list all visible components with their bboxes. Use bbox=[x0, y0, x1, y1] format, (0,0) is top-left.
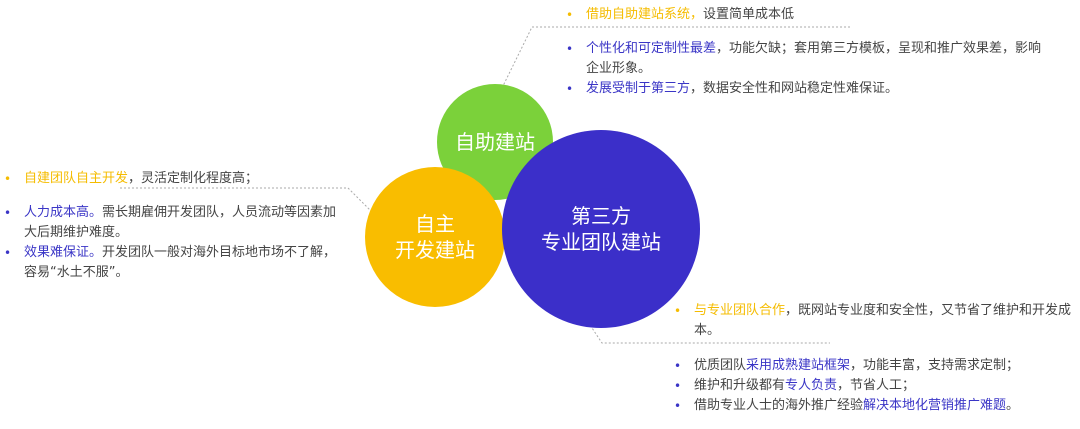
text: ，数据安全性和网站稳定性难保证。 bbox=[690, 81, 899, 96]
text: ，节省人工； bbox=[837, 378, 916, 393]
circle-third-party: 第三方专业团队建站 bbox=[502, 130, 700, 328]
highlight: 发展受制于第三方 bbox=[586, 81, 691, 96]
highlight: 效果难保证。 bbox=[24, 245, 103, 260]
list-item: • 维护和升级都有专人负责，节省人工； bbox=[670, 376, 1080, 396]
circle-self-build: 自助建站 bbox=[437, 84, 553, 200]
bullet-icon: • bbox=[674, 379, 682, 393]
label-line: 专业团队建站 bbox=[541, 230, 661, 254]
list-item: • 个性化和可定制性最差，功能欠缺；套用第三方模板，呈现和推广效果差，影响企业形象… bbox=[562, 39, 1042, 79]
circle-label: 自助建站 bbox=[455, 130, 535, 154]
list-item: • 借助专业人士的海外推广经验解决本地化营销推广难题。 bbox=[670, 396, 1080, 416]
highlight: 自建团队自主开发 bbox=[24, 171, 129, 186]
highlight: 采用成熟建站框架 bbox=[746, 358, 851, 373]
text: 开发团队一般对海外目标地市场不了解，容易“水土不服”。 bbox=[24, 245, 337, 280]
circle-label: 自主开发建站 bbox=[395, 211, 475, 263]
list-item: • 与专业团队合作，既网站专业度和安全性，又节省了维护和开发成本。 bbox=[670, 301, 1080, 341]
bullet-icon: • bbox=[674, 359, 682, 373]
circle-in-house: 自主开发建站 bbox=[365, 167, 505, 307]
bullet-icon: • bbox=[566, 8, 574, 22]
list-item: • 借助自助建站系统，设置简单成本低 bbox=[562, 5, 1042, 25]
self-build-pro: • 借助自助建站系统，设置简单成本低 bbox=[562, 5, 1042, 25]
text: ，功能欠缺；套用第三方模板，呈现和推广效果差，影响企业形象。 bbox=[586, 41, 1042, 76]
list-item: • 优质团队采用成熟建站框架，功能丰富，支持需求定制； bbox=[670, 356, 1080, 376]
bullet-icon: • bbox=[4, 246, 12, 260]
text: 需长期雇佣开发团队，人员流动等因素加大后期维护难度。 bbox=[24, 205, 337, 240]
third-party-pro: • 与专业团队合作，既网站专业度和安全性，又节省了维护和开发成本。 bbox=[670, 301, 1080, 341]
highlight: 个性化和可定制性最差 bbox=[586, 41, 717, 56]
bullet-icon: • bbox=[674, 399, 682, 413]
self-build-cons: • 个性化和可定制性最差，功能欠缺；套用第三方模板，呈现和推广效果差，影响企业形象… bbox=[562, 39, 1042, 99]
bullet-icon: • bbox=[4, 172, 12, 186]
bullet-icon: • bbox=[674, 304, 682, 318]
list-item: • 发展受制于第三方，数据安全性和网站稳定性难保证。 bbox=[562, 79, 1042, 99]
text: ，功能丰富，支持需求定制； bbox=[850, 358, 1020, 373]
connector-in-house bbox=[120, 187, 375, 215]
text: ，既网站专业度和安全性，又节省了维护和开发成本。 bbox=[694, 303, 1072, 338]
circle-label: 第三方专业团队建站 bbox=[541, 203, 661, 255]
list-item: • 人力成本高。需长期雇佣开发团队，人员流动等因素加大后期维护难度。 bbox=[0, 203, 340, 243]
bullet-icon: • bbox=[566, 82, 574, 96]
label-line: 自主 bbox=[415, 212, 455, 236]
highlight: 借助自助建站系统， bbox=[586, 7, 704, 22]
in-house-pro: • 自建团队自主开发，灵活定制化程度高； bbox=[0, 169, 340, 189]
label-line: 开发建站 bbox=[395, 238, 475, 262]
third-party-points: • 优质团队采用成熟建站框架，功能丰富，支持需求定制； • 维护和升级都有专人负责，… bbox=[670, 356, 1080, 416]
label-line: 第三方 bbox=[571, 204, 631, 228]
connector-third-party bbox=[587, 321, 830, 344]
highlight: 专人负责 bbox=[785, 378, 838, 393]
text: ，灵活定制化程度高； bbox=[128, 171, 259, 186]
in-house-cons: • 人力成本高。需长期雇佣开发团队，人员流动等因素加大后期维护难度。 • 效果难保证… bbox=[0, 203, 340, 283]
list-item: • 自建团队自主开发，灵活定制化程度高； bbox=[0, 169, 340, 189]
highlight: 解决本地化营销推广难题 bbox=[863, 398, 1007, 413]
list-item: • 效果难保证。开发团队一般对海外目标地市场不了解，容易“水土不服”。 bbox=[0, 243, 340, 283]
highlight: 与专业团队合作 bbox=[694, 303, 786, 318]
bullet-icon: • bbox=[4, 206, 12, 220]
text: 维护和升级都有 bbox=[694, 378, 786, 393]
text: 借助专业人士的海外推广经验 bbox=[694, 398, 864, 413]
text: 。 bbox=[1006, 398, 1020, 413]
highlight: 人力成本高。 bbox=[24, 205, 103, 220]
bullet-icon: • bbox=[566, 42, 574, 56]
text: 设置简单成本低 bbox=[703, 7, 795, 22]
text: 优质团队 bbox=[694, 358, 747, 373]
